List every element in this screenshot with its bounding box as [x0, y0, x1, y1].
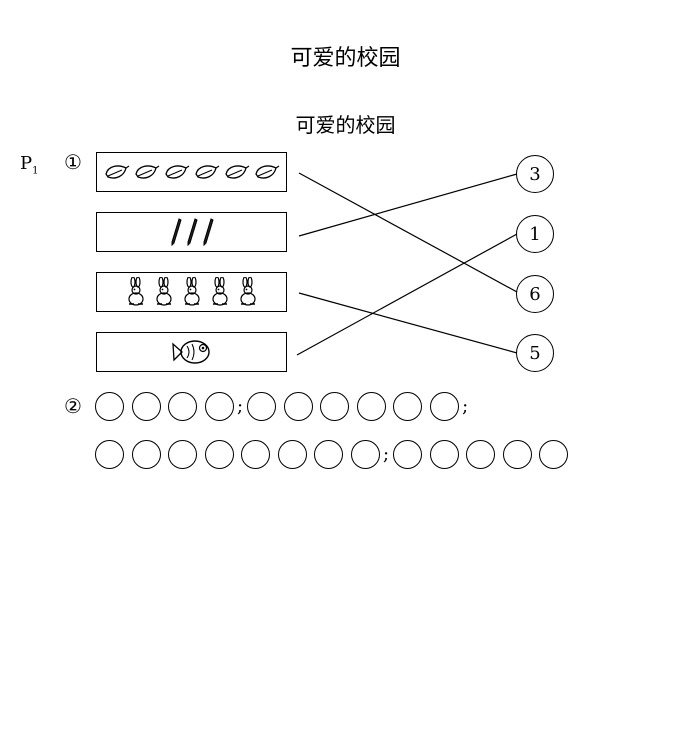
- page-label: P1: [20, 153, 39, 177]
- match-line-leaves-6: [298, 172, 518, 293]
- answer-bubble[interactable]: [429, 392, 459, 421]
- leaf-icon: [134, 162, 160, 182]
- pencil-icon: [186, 217, 198, 247]
- answer-bubble[interactable]: [95, 440, 124, 469]
- rabbit-icon: [180, 277, 204, 307]
- group-separator: ;: [237, 396, 244, 417]
- bubble-row-2: ;: [95, 440, 576, 469]
- answer-bubble[interactable]: [131, 440, 161, 469]
- answer-bubble[interactable]: [204, 392, 234, 421]
- answer-bubble[interactable]: [131, 392, 161, 421]
- section-title: 可爱的校园: [295, 113, 396, 137]
- leaf-icon: [104, 162, 130, 182]
- picture-box-rabbits[interactable]: [96, 272, 287, 312]
- rabbit-icon: [208, 277, 232, 307]
- answer-bubble[interactable]: [247, 392, 277, 421]
- answer-circle-label: 3: [529, 163, 541, 185]
- answer-bubble[interactable]: [502, 440, 532, 469]
- page-title: 可爱的校园: [290, 46, 401, 71]
- answer-bubble[interactable]: [429, 440, 459, 469]
- answer-bubble[interactable]: [356, 392, 386, 421]
- answer-bubble[interactable]: [393, 392, 423, 421]
- answer-bubble[interactable]: [320, 392, 350, 421]
- answer-bubble[interactable]: [350, 440, 380, 469]
- rabbit-icon: [152, 277, 176, 307]
- answer-bubble[interactable]: [283, 392, 313, 421]
- answer-bubble[interactable]: [168, 440, 197, 469]
- pencil-icon: [170, 217, 182, 247]
- leaf-icon: [194, 162, 220, 182]
- answer-bubble[interactable]: [204, 440, 234, 469]
- rabbit-icon: [236, 277, 260, 307]
- leaf-icon: [164, 162, 190, 182]
- page-label-subscript: 1: [32, 165, 39, 177]
- picture-box-fish[interactable]: [96, 332, 287, 372]
- picture-box-pencils[interactable]: [96, 212, 287, 252]
- answer-bubble[interactable]: [168, 392, 197, 421]
- match-line-fish-1: [296, 233, 518, 356]
- answer-circle-label: 6: [529, 283, 541, 305]
- leaf-icon: [224, 162, 250, 182]
- answer-bubble[interactable]: [95, 392, 124, 421]
- answer-bubble[interactable]: [393, 440, 423, 469]
- group-separator: ;: [383, 444, 390, 465]
- leaf-icon: [254, 162, 280, 182]
- match-line-rabbits-5: [298, 292, 518, 354]
- rabbit-icon: [124, 277, 148, 307]
- answer-bubble[interactable]: [466, 440, 496, 469]
- pencil-icon: [202, 217, 214, 247]
- answer-bubble[interactable]: [314, 440, 343, 469]
- page-label-letter: P: [20, 153, 33, 174]
- answer-bubble[interactable]: [241, 440, 270, 469]
- answer-circle-3[interactable]: 6: [516, 275, 554, 313]
- exercise-2-number: ②: [64, 394, 82, 418]
- match-line-pencils-3: [298, 173, 518, 237]
- bubble-row-1: ;;: [95, 392, 472, 421]
- picture-box-leaves[interactable]: [96, 152, 287, 192]
- exercise-1-number: ①: [64, 150, 82, 174]
- fish-icon: [171, 337, 213, 367]
- answer-circle-label: 5: [529, 342, 541, 364]
- group-separator: ;: [462, 396, 469, 417]
- answer-bubble[interactable]: [539, 440, 569, 469]
- answer-circle-label: 1: [529, 223, 541, 245]
- answer-bubble[interactable]: [277, 440, 307, 469]
